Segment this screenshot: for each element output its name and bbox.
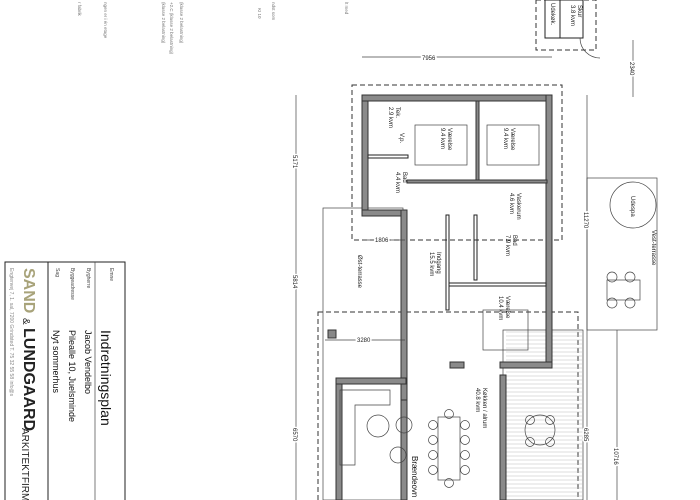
svg-text:Værelse: Værelse <box>446 128 452 151</box>
chair <box>428 435 438 445</box>
chair <box>460 450 470 460</box>
company-logo: SAND & LUNDGAARD ARKITEKTFIRMA <box>19 268 37 500</box>
chair <box>525 437 535 447</box>
chair <box>525 415 535 425</box>
svg-text:Vest-terrasse: Vest-terrasse <box>650 230 656 266</box>
svg-text:Øst-terrasse: Øst-terrasse <box>356 255 362 289</box>
bygherre-value: Jacob Vendelbo <box>83 330 93 394</box>
chair <box>460 420 470 430</box>
svg-text:Skur: Skur <box>576 5 582 17</box>
note: ngen er i én etage <box>103 2 108 39</box>
svg-text:9.4 kvm: 9.4 kvm <box>502 128 508 149</box>
note: ndst som <box>271 2 276 21</box>
svg-text:10.4 kvm: 10.4 kvm <box>497 296 503 320</box>
building-walls <box>335 94 553 500</box>
dim: 11270 <box>582 212 588 229</box>
svg-text:7.9 kvm: 7.9 kvm <box>504 235 510 256</box>
chair <box>444 478 454 488</box>
svg-text:V.p.: V.p. <box>398 133 404 143</box>
emne-label: Emne <box>108 268 114 281</box>
sag-value: Nyt sommerhus <box>51 330 61 394</box>
svg-text:Vaskerum: Vaskerum <box>515 193 521 220</box>
dim: 5171 <box>291 155 297 169</box>
chair <box>428 420 438 430</box>
chair <box>545 437 555 447</box>
svg-text:Værelse: Værelse <box>509 128 515 151</box>
chair <box>545 415 555 425</box>
svg-text:Udespa: Udespa <box>629 196 635 217</box>
title-block: Emne Indretningsplan Bygherre Jacob Vend… <box>4 261 126 500</box>
dim: 5814 <box>291 275 297 289</box>
svg-text:40.8 kvm: 40.8 kvm <box>474 388 480 412</box>
dim: 3280 <box>357 338 371 344</box>
bygherre-label: Bygherre <box>85 268 91 289</box>
note: KI 10 <box>257 8 262 19</box>
dim: 1806 <box>375 238 389 244</box>
chair <box>428 450 438 460</box>
spa-circle <box>609 181 657 229</box>
sag-label: Sag <box>54 268 60 277</box>
dim: 6285 <box>582 428 588 442</box>
braendeovn-label: Brændeovn <box>410 456 419 497</box>
note: +2.C (klasse 2 belastning) <box>169 2 174 55</box>
svg-text:&: & <box>20 318 31 325</box>
svg-text:4.6 kvm: 4.6 kvm <box>508 193 514 214</box>
dim: 2340 <box>628 62 634 76</box>
room-labels: Tek. 2.9 kvm V.p. Værelse 9.4 kvm Værels… <box>356 3 656 499</box>
svg-text:4.4 kvm: 4.4 kvm <box>394 172 400 193</box>
chair <box>460 435 470 445</box>
general-notes: KI 10 (klasse 2 belastning) +2.C (klasse… <box>77 2 349 55</box>
svg-text:Køkken / alrum: Køkken / alrum <box>481 388 487 428</box>
svg-text:2.9 kvm: 2.9 kvm <box>387 107 393 128</box>
svg-text:Værelse: Værelse <box>504 296 510 319</box>
svg-text:3.8 kvm: 3.8 kvm <box>569 5 575 26</box>
company-address: Engtenvej 7, 1. sal, 7200 Grindsted T. 7… <box>8 268 14 397</box>
vest-terrasse-area <box>586 177 658 331</box>
svg-text:9.4 kvm: 9.4 kvm <box>439 128 445 149</box>
deck <box>502 329 584 500</box>
note: (klasse 2 belastning) <box>179 2 184 44</box>
note: r fabrik <box>77 2 82 17</box>
note: (klasse 2 belastning) <box>161 2 166 44</box>
svg-text:Tek.: Tek. <box>394 107 400 118</box>
dim: 10716 <box>612 448 618 465</box>
chair <box>460 465 470 475</box>
note: lt med <box>344 2 349 15</box>
svg-text:15.5 kvm: 15.5 kvm <box>428 252 434 276</box>
svg-text:Bad: Bad <box>401 172 407 183</box>
sofa <box>339 389 391 466</box>
svg-text:Bad: Bad <box>511 235 517 246</box>
adresse-label: Byggeadresse <box>69 268 75 300</box>
adresse-value: Pilealle 10, Juelsminde <box>67 330 77 422</box>
dim-width-top: 7956 <box>422 56 436 62</box>
svg-text:SAND: SAND <box>20 268 37 313</box>
svg-text:Udekøk.: Udekøk. <box>549 3 555 26</box>
chair <box>444 409 454 419</box>
chair <box>428 465 438 475</box>
svg-text:LUNDGAARD: LUNDGAARD <box>20 328 37 431</box>
emne-value: Indretningsplan <box>98 330 114 426</box>
svg-text:ARKITEKTFIRMA: ARKITEKTFIRMA <box>19 428 30 500</box>
dim: 6570 <box>291 428 297 442</box>
dimension-lines <box>295 40 634 500</box>
svg-text:Indgang: Indgang <box>435 252 441 274</box>
